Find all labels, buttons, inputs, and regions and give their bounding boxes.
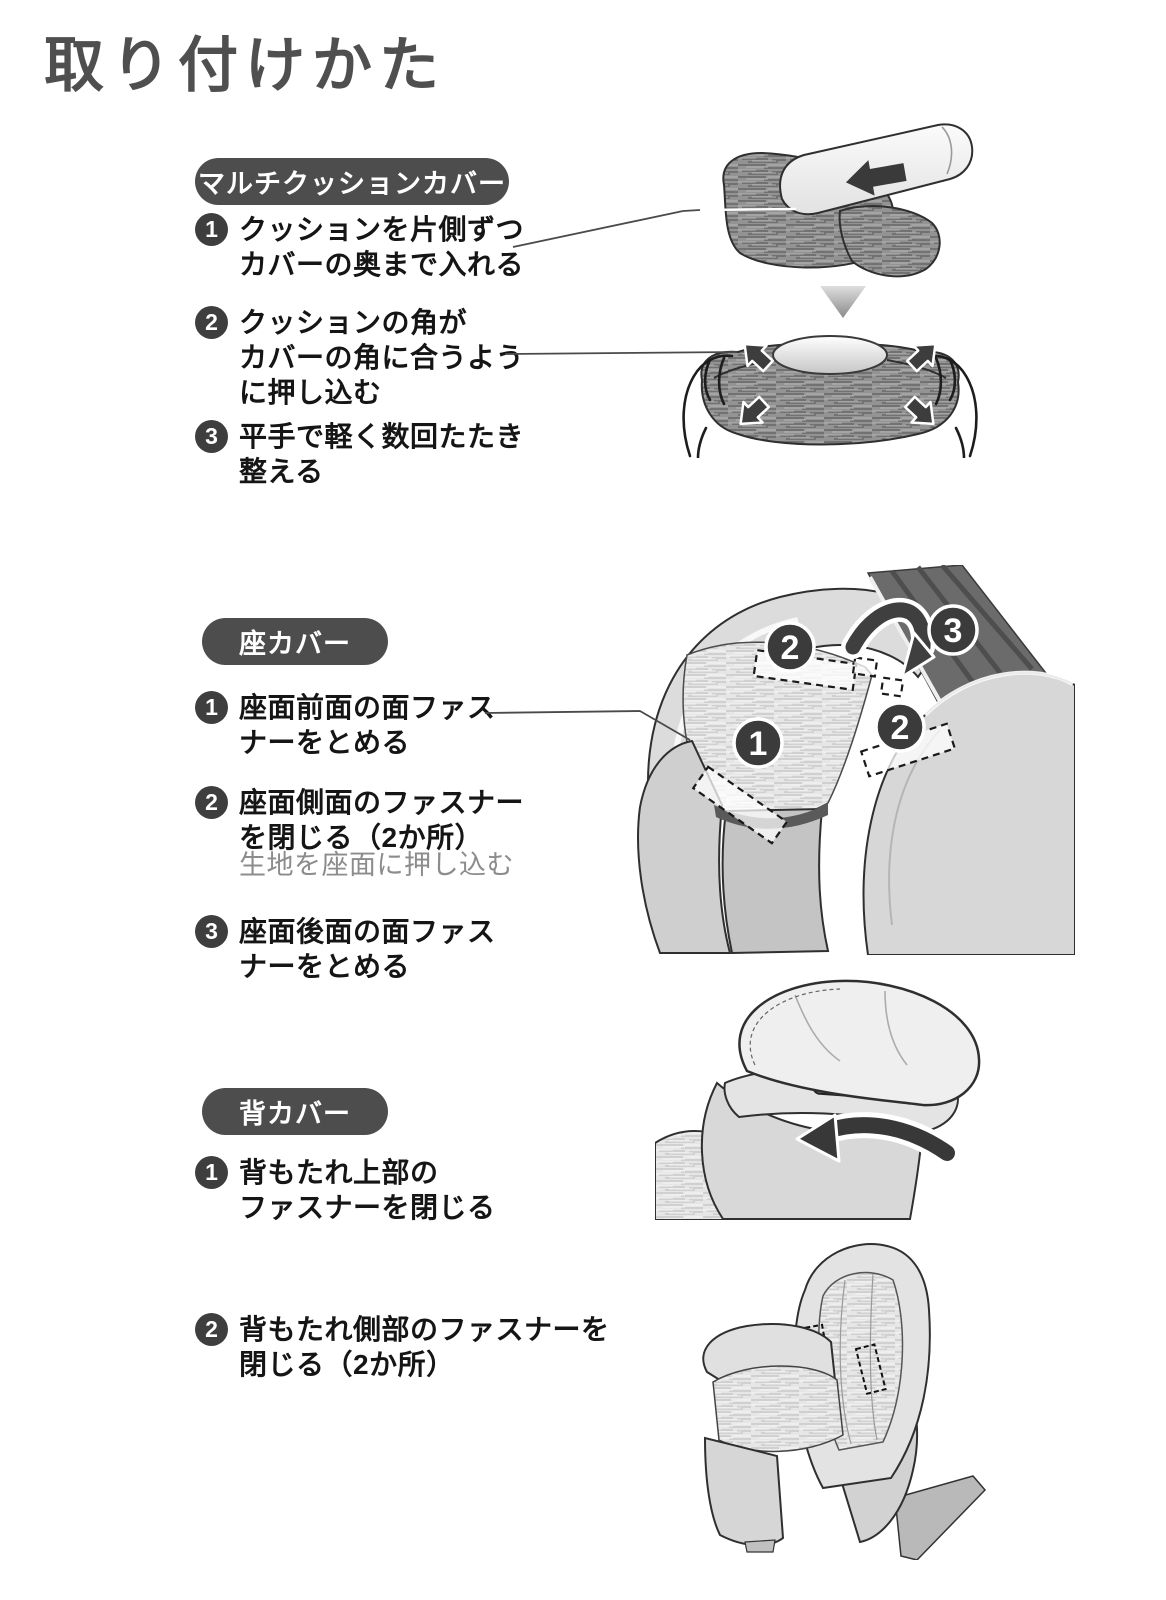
step-text: 座面側面のファスナー を閉じる（2か所） (239, 787, 525, 853)
step-text: 座面後面の面ファス ナーをとめる (239, 916, 496, 982)
step-text: 背もたれ側部のファスナーを 閉じる（2か所） (239, 1314, 610, 1380)
pad-seams (839, 1273, 878, 1445)
section-header-multi-cushion-cover: マルチクッションカバー (195, 158, 509, 205)
step-text: クッションを片側ずつ カバーの奥まで入れる (239, 214, 525, 280)
fold-over-arrow-icon (841, 597, 936, 679)
front-base (703, 1436, 785, 1547)
step-seat-2: 2 座面側面のファスナー を閉じる（2か所） (195, 785, 524, 855)
step-number-badge: 1 (195, 213, 228, 246)
step-seat-2-note: 生地を座面に押し込む (239, 850, 514, 880)
page-title: 取り付けかた (44, 32, 446, 99)
step-number-badge: 1 (195, 1156, 228, 1189)
rear-leg (894, 1475, 987, 1560)
back-cover-top-illustration (655, 979, 981, 1220)
side-fastener-dashed-2 (854, 1343, 887, 1395)
full-chair-illustration (702, 1243, 987, 1560)
step-multi-cushion-2: 2 クッションの角が カバーの角に合うよう に押し込む (195, 305, 524, 410)
section-header-back-cover: 背カバー (202, 1088, 388, 1135)
seat-cover-illustration: 2 3 1 2 (637, 565, 1075, 955)
step-back-1: 1 背もたれ上部の ファスナーを閉じる (195, 1155, 496, 1225)
velcro-small-dashed-1 (851, 656, 879, 678)
cushion-end (838, 205, 941, 278)
step-number-badge: 2 (195, 786, 228, 819)
left-hand (682, 354, 734, 458)
close-direction-arrow-icon (795, 1112, 960, 1166)
cushion-press-illustration (682, 335, 978, 458)
flap-creases (794, 990, 908, 1066)
step-text: 平手で軽く数回たたき 整える (239, 421, 525, 487)
velcro-front-dashed-area (691, 765, 789, 845)
seat-cushion (712, 1365, 844, 1453)
callout-badge-top: 2 (764, 621, 816, 673)
step-seat-1: 1 座面前面の面ファス ナーをとめる (195, 690, 496, 760)
step-number-badge: 2 (195, 306, 228, 339)
backrest-body (700, 1081, 925, 1220)
callout-badge-front: 1 (732, 717, 784, 769)
panel-piping (923, 670, 1074, 717)
press-arrow-bottom-right-icon (903, 395, 935, 426)
cover-opening (772, 335, 888, 375)
svg-text:3: 3 (944, 612, 963, 650)
step-number-badge: 3 (195, 420, 228, 453)
insert-direction-arrow-icon (845, 160, 907, 196)
svg-text:1: 1 (749, 725, 768, 763)
press-arrow-top-right-icon (905, 342, 937, 373)
step-seat-3: 3 座面後面の面ファス ナーをとめる (195, 914, 496, 984)
press-arrow-bottom-left-icon (739, 395, 771, 426)
cover-end-cap (941, 126, 953, 175)
front-panel (721, 807, 830, 955)
front-foot (744, 1539, 776, 1553)
step-number-badge: 2 (195, 1313, 228, 1346)
cushion-insert-illustration (722, 123, 974, 278)
svg-text:2: 2 (891, 709, 910, 747)
cover-flap (738, 979, 981, 1107)
step-number-badge: 3 (195, 915, 228, 948)
step-multi-cushion-3: 3 平手で軽く数回たたき 整える (195, 419, 524, 489)
velcro-small-dashed-2 (879, 676, 905, 698)
callout-badge-side: 2 (874, 701, 926, 753)
press-arrow-top-left-icon (743, 342, 775, 373)
step-number-badge: 1 (195, 691, 228, 724)
leader-line-step1 (512, 209, 701, 248)
step-text: 座面前面の面ファス ナーをとめる (239, 692, 496, 758)
step-multi-cushion-1: 1 クッションを片側ずつ カバーの奥まで入れる (195, 212, 524, 282)
step-back-2: 2 背もたれ側部のファスナーを 閉じる（2か所） (195, 1312, 610, 1382)
flap-stitching (749, 988, 841, 1066)
step-text: クッションの角が カバーの角に合うよう に押し込む (239, 307, 525, 408)
right-hand (926, 354, 978, 458)
svg-text:2: 2 (781, 629, 800, 667)
callout-badge-back: 3 (927, 604, 979, 656)
step-text: 背もたれ上部の ファスナーを閉じる (239, 1157, 496, 1223)
section-header-seat-cover: 座カバー (202, 618, 388, 665)
